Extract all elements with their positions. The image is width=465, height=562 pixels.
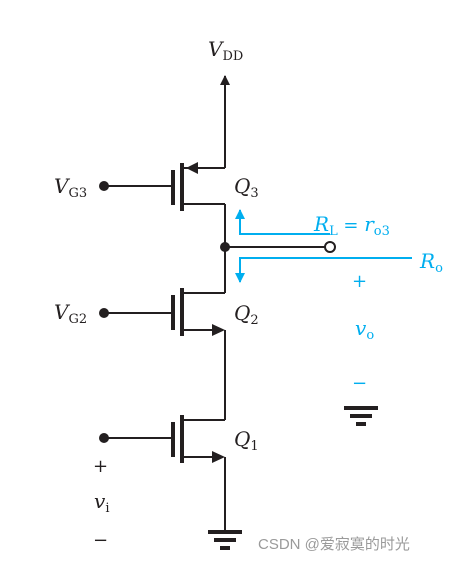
output-ground-icon <box>344 406 378 426</box>
ro-arrow <box>235 257 412 283</box>
vi-minus: − <box>93 530 108 551</box>
vdd-label: VDD <box>208 37 243 64</box>
transistor-q3 <box>105 162 225 211</box>
vi-plus: + <box>93 456 108 477</box>
watermark: CSDN @爱寂寞的时光 <box>258 536 410 553</box>
transistor-q2 <box>105 288 225 336</box>
vg3-terminal <box>99 181 109 191</box>
q2-label: Q2 <box>234 301 259 328</box>
q1-label: Q1 <box>234 427 259 454</box>
vg2-label: VG2 <box>54 300 87 327</box>
rl-label: RL = ro3 <box>313 212 390 239</box>
q3-label: Q3 <box>234 174 259 201</box>
vi-terminal <box>99 433 109 443</box>
vo-minus: − <box>352 373 367 394</box>
vo-label: vo <box>355 316 374 343</box>
vg2-terminal <box>99 308 109 318</box>
output-terminal <box>324 241 336 253</box>
ground-icon <box>208 530 242 550</box>
q1-arrow-icon <box>212 451 225 463</box>
vo-plus: + <box>352 271 367 292</box>
ro-label: Ro <box>419 249 443 276</box>
vi-label: vi <box>94 489 109 516</box>
q3-arrow-icon <box>186 162 198 174</box>
rl-arrow <box>235 209 330 235</box>
q2-arrow-icon <box>212 324 225 336</box>
transistor-q1 <box>105 415 225 463</box>
vg3-label: VG3 <box>54 174 87 201</box>
